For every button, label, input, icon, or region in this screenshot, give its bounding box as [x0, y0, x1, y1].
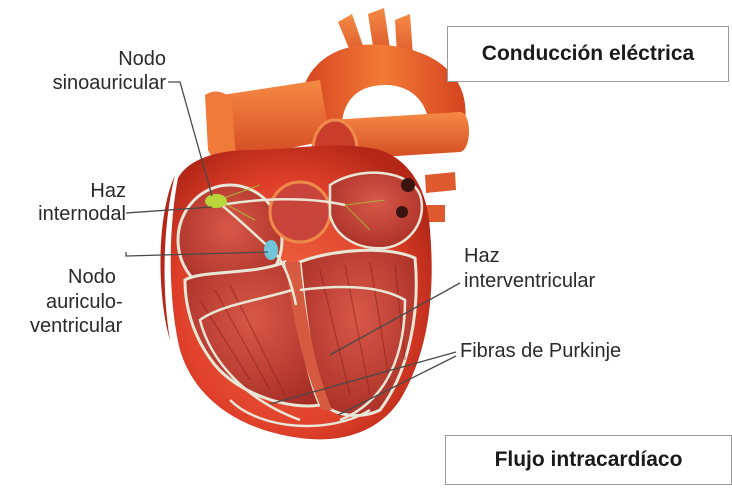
av-node-marker: [264, 240, 278, 260]
label-purkinje: Fibras de Purkinje: [460, 340, 621, 363]
conduction-title: Conducción eléctrica: [482, 42, 694, 66]
label-interventricular-line1: Haz: [464, 245, 500, 268]
label-av-line2: auriculo-: [46, 291, 123, 314]
label-sa-line2: sinoauricular: [10, 72, 166, 95]
pulmonary-vein-1: [425, 172, 456, 193]
pulmonary-vein-hole-2: [396, 206, 408, 218]
label-interventricular-line2: interventricular: [464, 270, 595, 293]
flow-title: Flujo intracardíaco: [495, 448, 683, 472]
aortic-opening: [270, 182, 330, 242]
pulmonary-vein-hole-1: [401, 178, 415, 192]
flow-title-box: Flujo intracardíaco: [445, 435, 732, 485]
label-av-line3: ventricular: [30, 315, 122, 338]
label-av-line1: Nodo: [68, 266, 116, 289]
conduction-title-box: Conducción eléctrica: [447, 26, 729, 82]
label-sa-line1: Nodo: [82, 48, 166, 71]
sa-node-marker: [205, 194, 227, 208]
label-internodal-line1: Haz: [60, 180, 126, 203]
label-internodal-line2: internodal: [10, 203, 126, 226]
